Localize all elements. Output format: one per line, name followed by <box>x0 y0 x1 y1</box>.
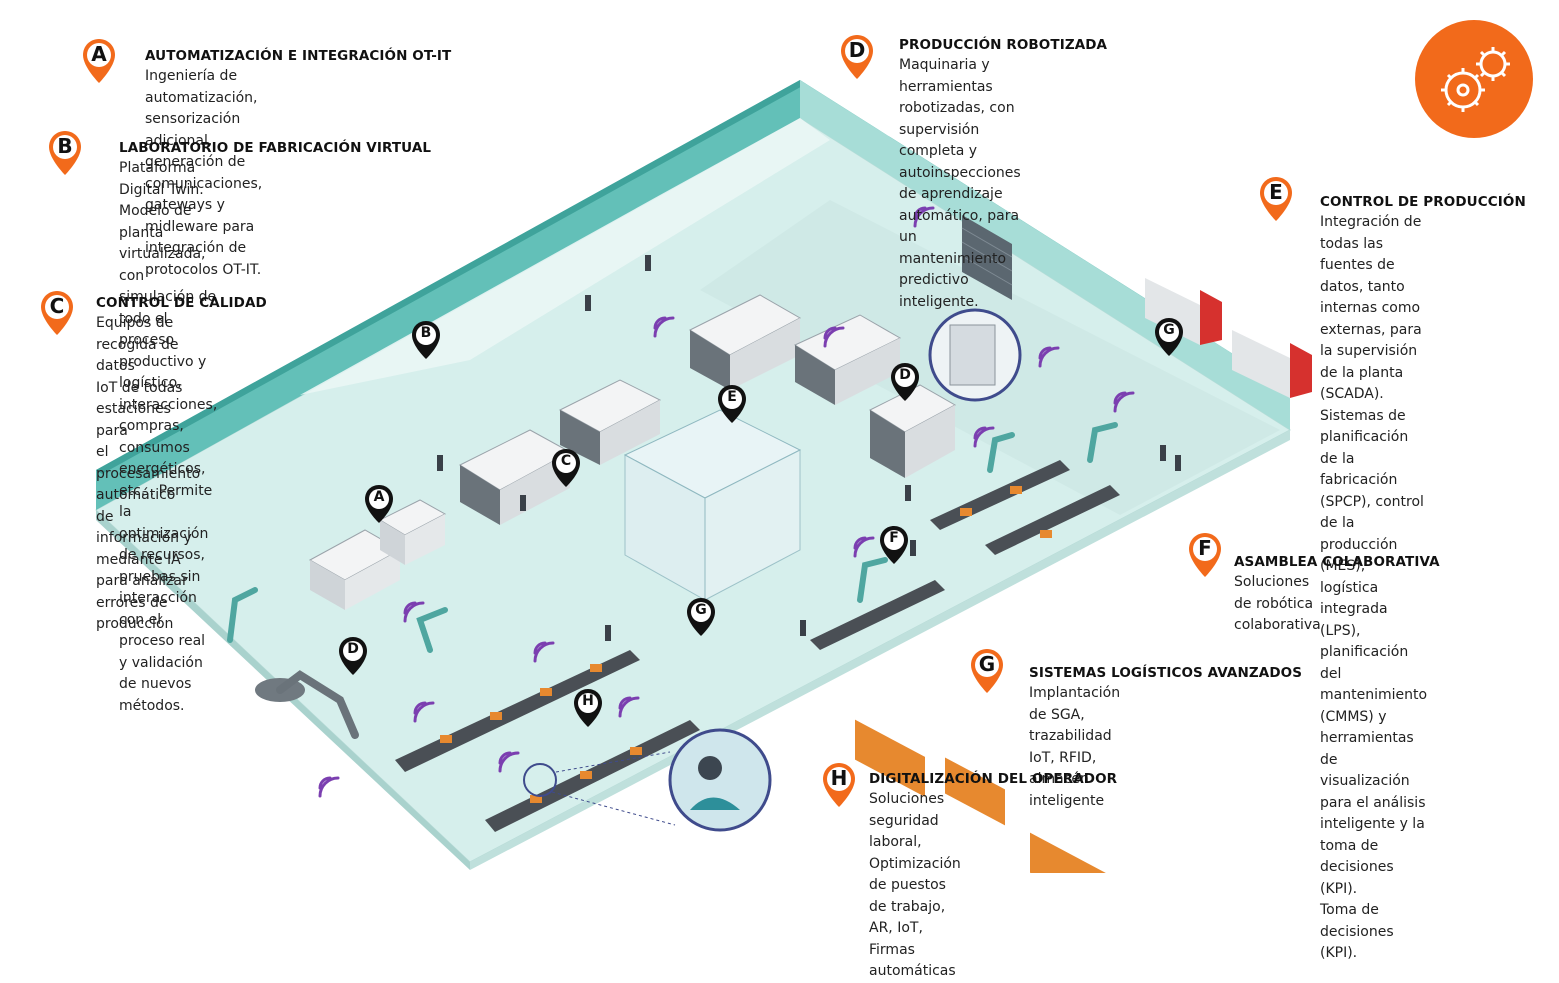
gears-icon <box>1415 20 1533 138</box>
annotation-title: CONTROL DE CALIDAD <box>96 295 267 311</box>
truck-2 <box>1232 330 1312 398</box>
pin-letter: G <box>1163 322 1175 338</box>
pin-letter: B <box>420 325 432 341</box>
conveyors <box>395 460 1120 832</box>
pin-letter: D <box>848 38 866 62</box>
annotation-title: AUTOMATIZACIÓN E INTEGRACIÓN OT-IT <box>145 48 452 64</box>
annotation-title: SISTEMAS LOGÍSTICOS AVANZADOS <box>1029 665 1303 681</box>
pin-letter: E <box>727 389 737 405</box>
annotation-title: LABORATORIO DE FABRICACIÓN VIRTUAL <box>119 140 432 156</box>
robot-arms <box>227 422 1118 653</box>
pin-letter: G <box>695 602 707 618</box>
pin-letter: H <box>582 693 594 709</box>
warehouse-shelves <box>855 719 1110 873</box>
location-pin-icon: H <box>822 762 856 808</box>
location-pin-icon: E <box>1259 176 1293 222</box>
pin-letter: A <box>91 42 107 66</box>
map-pin-h: H <box>573 688 603 728</box>
annotation-description: Integración de todas las fuentes de dato… <box>1320 214 1428 961</box>
annotation-description: Implantación de SGA, trazabilidad IoT, R… <box>1029 685 1121 809</box>
roller-door <box>962 215 1012 300</box>
location-pin-icon: A <box>82 38 116 84</box>
map-pin-a: A <box>364 484 394 524</box>
pin-letter: F <box>889 530 899 546</box>
annotation-description: Plataforma Digital Twin. Modelo de plant… <box>119 160 218 714</box>
map-pin-g: G <box>1154 317 1184 357</box>
zoom-circle-h-small <box>523 763 557 797</box>
robot-arm-large <box>255 670 359 739</box>
left-wall-top <box>96 80 806 474</box>
annotation-description: Maquinaria y herramientas robotizadas, c… <box>899 57 1021 310</box>
annotation-title: PRODUCCIÓN ROBOTIZADA <box>899 37 1108 53</box>
annotation-description: Soluciones de robótica colaborativa <box>1234 574 1321 633</box>
pin-letter: H <box>830 766 848 790</box>
smart-factory-illustration <box>95 80 1312 873</box>
annotation-description: Equipos de recogida de datos IoT de toda… <box>96 315 201 632</box>
pin-letter: B <box>57 134 73 158</box>
location-pin-icon: D <box>840 34 874 80</box>
annotation-title: ASAMBLEA COLABORATIVA <box>1234 554 1440 570</box>
pin-letter: E <box>1269 180 1283 204</box>
map-pin-b: B <box>411 320 441 360</box>
workers <box>437 255 1181 641</box>
pin-letter: F <box>1198 536 1212 560</box>
map-pin-f: F <box>879 525 909 565</box>
pin-letter: C <box>49 294 65 318</box>
cnc-machines <box>308 294 957 610</box>
map-pin-d-2: D <box>338 636 368 676</box>
pin-letter: D <box>347 641 359 657</box>
truck-1 <box>1145 278 1222 345</box>
wifi-icons <box>318 206 1135 798</box>
zoom-circle-h <box>668 728 772 832</box>
location-pin-icon: C <box>40 290 74 336</box>
annotation-description: Soluciones seguridad laboral, Optimizaci… <box>869 791 961 979</box>
pin-letter: C <box>560 453 572 469</box>
factory-infographic: A AUTOMATIZACIÓN E INTEGRACIÓN OT-IT Ing… <box>40 20 1533 979</box>
map-pin-d: D <box>890 362 920 402</box>
location-pin-icon: G <box>970 648 1004 694</box>
location-pin-icon: B <box>48 130 82 176</box>
map-pin-c: C <box>551 448 581 488</box>
conveyor-boxes <box>440 486 1052 803</box>
annotation-title: CONTROL DE PRODUCCIÓN <box>1320 194 1526 210</box>
pin-letter: D <box>899 367 911 383</box>
map-pin-g-2: G <box>686 597 716 637</box>
annotation-description: Ingeniería de automatización, sensorizac… <box>145 68 263 278</box>
pin-letter: A <box>373 489 385 505</box>
pin-letter: G <box>978 652 996 676</box>
annotation-title: DIGITALIZACIÓN DEL OPERADOR <box>869 771 1118 787</box>
map-pin-e: E <box>717 384 747 424</box>
left-wall <box>96 80 800 510</box>
location-pin-icon: F <box>1188 532 1222 578</box>
